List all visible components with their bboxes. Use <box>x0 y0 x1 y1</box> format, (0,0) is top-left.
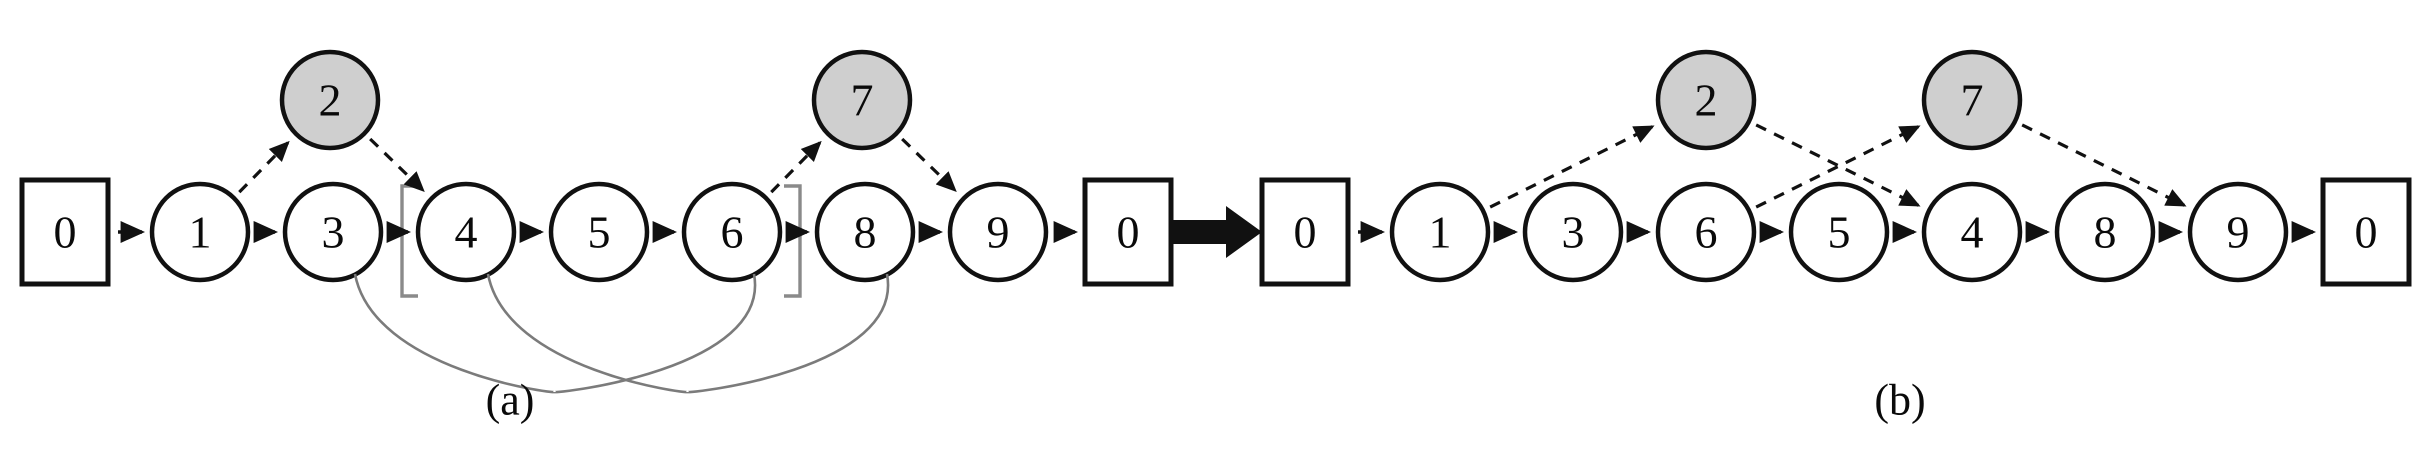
depot-label-start-b: 0 <box>1294 207 1317 258</box>
route-node-8[interactable]: 8 <box>2054 181 2156 283</box>
route-node-1[interactable]: 1 <box>1389 181 1491 283</box>
node-label-8-a: 8 <box>854 207 877 258</box>
node-label-4-b: 4 <box>1961 207 1984 258</box>
insertion-edge-6-to-7 <box>1755 125 1921 209</box>
depot-node-start[interactable]: 0 <box>1259 177 1351 287</box>
route-node-6[interactable]: 6 <box>681 181 783 283</box>
route-node-3[interactable]: 3 <box>1522 181 1624 283</box>
panel-caption-a: (a) <box>486 376 535 425</box>
captions-group: (a) (b) <box>486 376 1926 425</box>
insertion-edge-7-to-9 <box>2021 123 2187 207</box>
pending-node-2[interactable]: 2 <box>279 49 381 151</box>
depot-node-end[interactable]: 0 <box>1082 177 1174 287</box>
route-node-4[interactable]: 4 <box>415 181 517 283</box>
route-node-5[interactable]: 5 <box>548 181 650 283</box>
insertion-edge-7-to-9 <box>901 137 957 192</box>
depot-label-start-a: 0 <box>54 207 77 258</box>
segment-bracket-close <box>784 184 802 298</box>
route-node-8[interactable]: 8 <box>814 181 916 283</box>
transform-arrow <box>1172 206 1262 258</box>
route-node-9[interactable]: 9 <box>947 181 1049 283</box>
route-node-1[interactable]: 1 <box>149 181 251 283</box>
depot-node-end[interactable]: 0 <box>2320 177 2412 287</box>
depot-label-end-b: 0 <box>2355 207 2378 258</box>
node-label-1-b: 1 <box>1429 207 1452 258</box>
node-label-6-a: 6 <box>721 207 744 258</box>
transition-arrow-group <box>1172 206 1262 258</box>
reversal-arc-4-8 <box>486 273 890 394</box>
node-label-3-a: 3 <box>322 207 345 258</box>
panel-caption-b: (b) <box>1874 376 1925 425</box>
pending-node-7[interactable]: 7 <box>811 49 913 151</box>
pending-node-7[interactable]: 7 <box>1921 49 2023 151</box>
route-node-9[interactable]: 9 <box>2187 181 2289 283</box>
node-label-6-b: 6 <box>1695 207 1718 258</box>
node-label-9-a: 9 <box>987 207 1010 258</box>
node-label-4-a: 4 <box>455 207 478 258</box>
depot-label-end-a: 0 <box>1117 207 1140 258</box>
node-label-2-a: 2 <box>319 75 342 126</box>
insertion-edge-1-to-2 <box>238 140 290 194</box>
panel-a: 0 1 3 4 5 6 8 9 0 2 7 <box>19 49 1174 394</box>
reversal-arc-3-6 <box>353 273 757 394</box>
panel-b: 0 1 3 6 5 4 8 9 0 2 7 <box>1259 49 2412 287</box>
insertion-edge-2-to-4 <box>1755 123 1921 207</box>
node-label-5-b: 5 <box>1828 207 1851 258</box>
node-label-3-b: 3 <box>1562 207 1585 258</box>
insertion-edge-2-to-4 <box>369 137 425 192</box>
node-label-7-a: 7 <box>851 75 874 126</box>
insertion-edge-1-to-2 <box>1489 125 1655 209</box>
node-label-9-b: 9 <box>2227 207 2250 258</box>
node-label-1-a: 1 <box>189 207 212 258</box>
segment-bracket-open <box>400 184 418 298</box>
node-label-5-a: 5 <box>588 207 611 258</box>
route-node-6[interactable]: 6 <box>1655 181 1757 283</box>
route-node-4[interactable]: 4 <box>1921 181 2023 283</box>
node-label-2-b: 2 <box>1695 75 1718 126</box>
route-node-3[interactable]: 3 <box>282 181 384 283</box>
pending-node-2[interactable]: 2 <box>1655 49 1757 151</box>
node-label-7-b: 7 <box>1961 75 1984 126</box>
depot-node-start[interactable]: 0 <box>19 177 111 287</box>
node-label-8-b: 8 <box>2094 207 2117 258</box>
route-node-5[interactable]: 5 <box>1788 181 1890 283</box>
